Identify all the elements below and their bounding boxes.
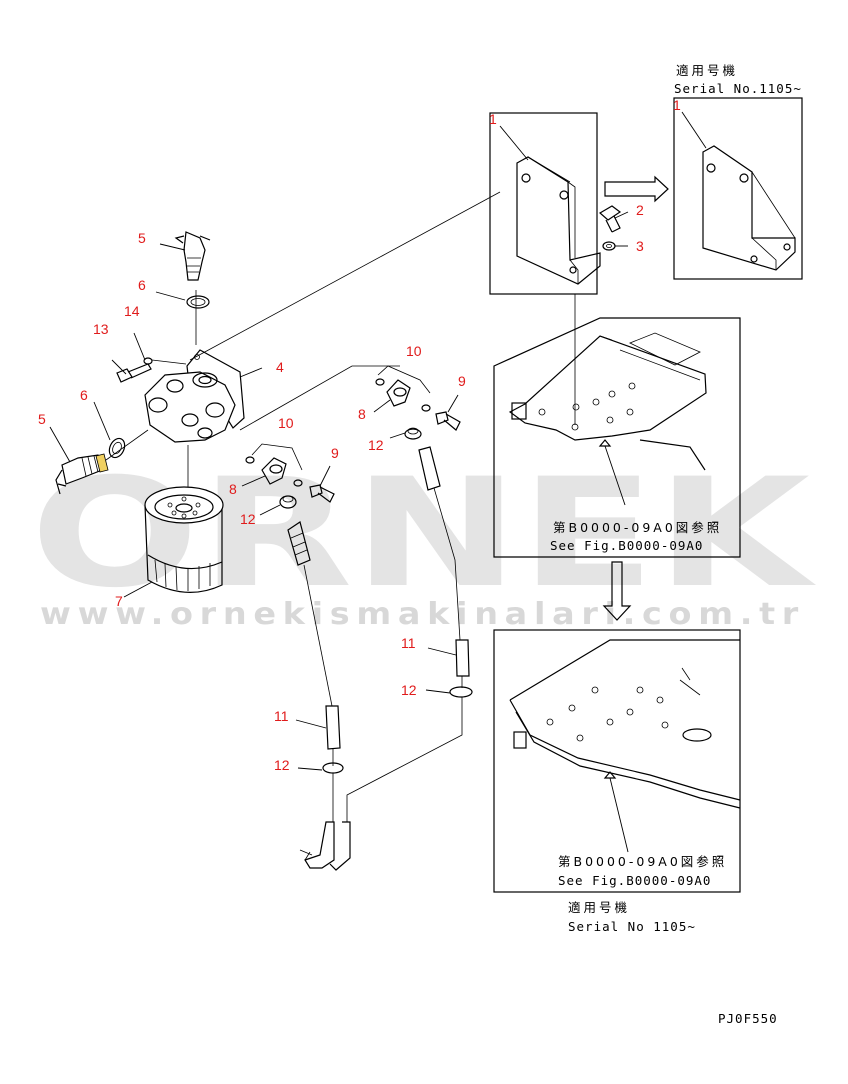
ref-upper-jp: 第B0000-09A0図参照 xyxy=(553,520,722,535)
watermark: ORNEK www.ornekismakinalari.com.tr xyxy=(30,447,816,632)
label-part-10-right: 10 xyxy=(406,343,422,359)
label-part-1-alt: 1 xyxy=(673,97,681,113)
alternate-box-frame xyxy=(673,97,803,280)
label-part-11-right: 11 xyxy=(401,635,416,651)
bracket-hole xyxy=(521,173,531,183)
label-part-12-c: 12 xyxy=(401,682,417,698)
label-part-8-left: 8 xyxy=(229,481,237,497)
bolt-part-13 xyxy=(116,363,152,383)
watermark-url: www.ornekismakinalari.com.tr xyxy=(40,597,805,632)
o-ring-part-6b xyxy=(108,437,126,459)
bracket-box-frame xyxy=(489,112,598,295)
serial-bottom-en: Serial No 1105~ xyxy=(568,919,696,934)
bolt-part-2 xyxy=(598,205,622,233)
label-part-4: 4 xyxy=(276,359,284,375)
arrow-down-icon xyxy=(602,561,632,621)
washer-part-14 xyxy=(143,357,153,365)
label-part-6-top: 6 xyxy=(138,277,146,293)
filter-cartridge-part-7 xyxy=(144,486,224,594)
label-part-6-left: 6 xyxy=(80,387,88,403)
label-part-2: 2 xyxy=(636,202,644,218)
alternate-bracket-box xyxy=(673,97,803,280)
arrow-right-icon xyxy=(604,175,669,203)
label-part-5-left: 5 xyxy=(38,411,46,427)
ref-lower-jp: 第B0000-09A0図参照 xyxy=(558,854,727,869)
frame-reference-box-lower: 第B0000-09A0図参照 See Fig.B0000-09A0 xyxy=(493,629,741,893)
watermark-brand: ORNEK xyxy=(30,447,816,621)
frame-box-upper-frame xyxy=(493,317,741,558)
filter-head-assembly xyxy=(144,191,576,490)
frame-box-lower-frame xyxy=(493,629,741,893)
label-part-5-top: 5 xyxy=(138,230,146,246)
label-part-1: 1 xyxy=(489,111,497,127)
alternate-bracket-plate xyxy=(702,145,796,271)
ref-upper-en: See Fig.B0000-09A0 xyxy=(550,538,703,553)
ref-lower-en: See Fig.B0000-09A0 xyxy=(558,873,711,888)
label-part-14: 14 xyxy=(124,303,140,319)
label-part-10-left: 10 xyxy=(278,415,294,431)
label-part-9-right: 9 xyxy=(458,373,466,389)
drain-plug-part-5 xyxy=(55,453,109,495)
frame-reference-box-upper: 第B0000-09A0図参照 See Fig.B0000-09A0 xyxy=(493,317,741,558)
label-part-12-d: 12 xyxy=(274,757,290,773)
label-part-9-left: 9 xyxy=(331,445,339,461)
part-number-labels: 1 1 2 3 4 5 5 6 6 7 8 8 9 9 10 10 11 11 … xyxy=(38,97,681,773)
washer-part-3 xyxy=(602,241,616,251)
serial-top-en: Serial No.1105~ xyxy=(674,81,802,96)
drawing-code: PJ0F550 xyxy=(718,1011,778,1026)
label-part-8-right: 8 xyxy=(358,406,366,422)
o-ring-part-6 xyxy=(186,295,210,309)
label-part-11-left: 11 xyxy=(274,708,289,724)
label-part-12-a: 12 xyxy=(368,437,384,453)
leader-lines xyxy=(49,111,707,771)
bracket-detail-box xyxy=(489,112,622,295)
vent-plug-part-5 xyxy=(174,231,211,281)
label-part-7: 7 xyxy=(115,593,123,609)
filter-head-body xyxy=(144,371,236,443)
serial-bottom-jp: 適用号機 xyxy=(568,900,630,915)
serial-top-jp: 適用号機 xyxy=(676,63,738,78)
label-part-12-b: 12 xyxy=(240,511,256,527)
fitting-right xyxy=(375,365,461,440)
bracket-hole xyxy=(559,190,569,200)
label-part-3: 3 xyxy=(636,238,644,254)
label-part-13: 13 xyxy=(93,321,109,337)
hoses xyxy=(287,446,473,871)
fitting-left xyxy=(245,443,335,509)
